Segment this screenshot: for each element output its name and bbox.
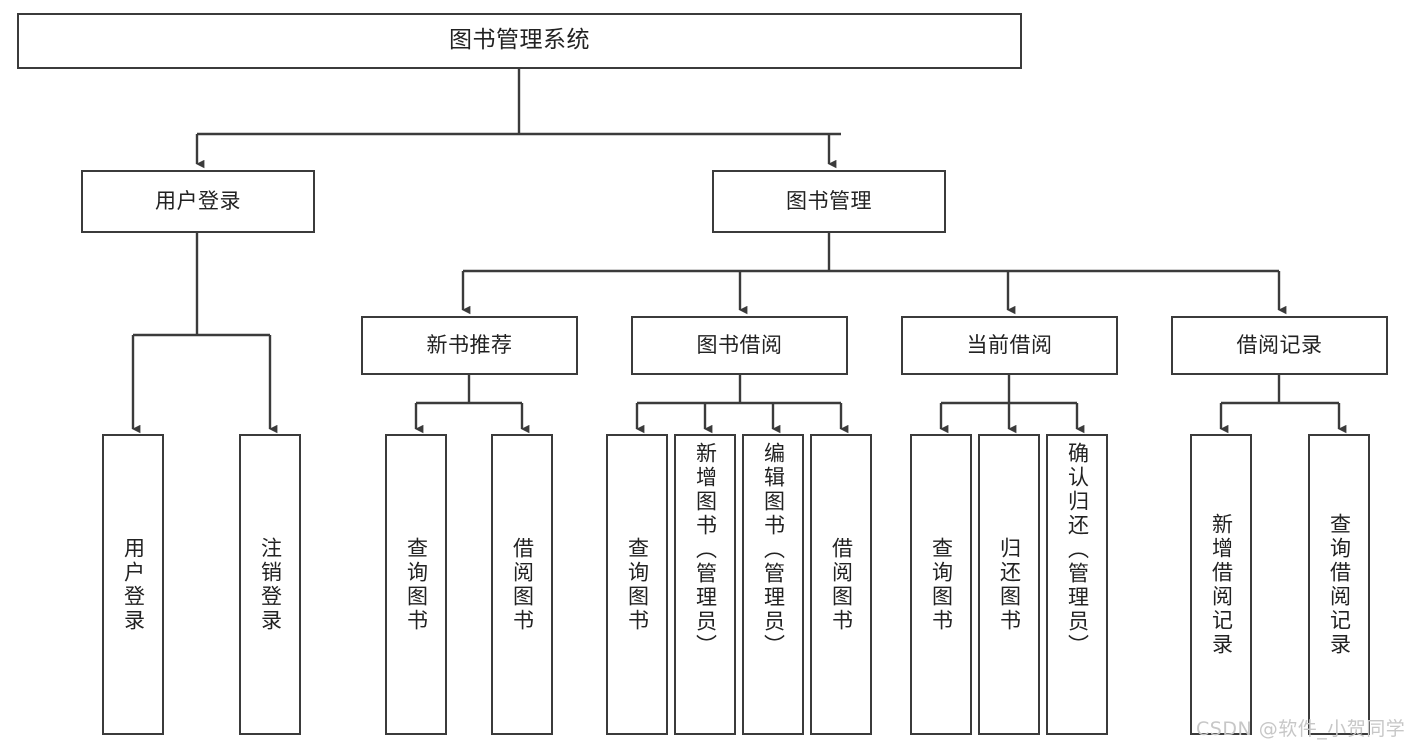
csdn-watermark: CSDN @软件_小贺同学 [1196, 718, 1405, 740]
node-user-login-label: 用户登录 [155, 189, 241, 214]
node-current-borrowing-label: 当前借阅 [966, 333, 1053, 358]
leaf-current-borrow-0-label: 查询图书 [929, 536, 954, 633]
leaf-book-borrow-0[interactable]: 查询图书 [606, 434, 668, 735]
node-current-borrowing[interactable]: 当前借阅 [901, 316, 1118, 375]
leaf-current-borrow-0[interactable]: 查询图书 [910, 434, 972, 735]
node-new-book-recommendation-label: 新书推荐 [426, 333, 513, 358]
leaf-borrow-record-1-label: 查询借阅记录 [1327, 512, 1352, 657]
leaf-book-borrow-3-label: 借阅图书 [829, 536, 854, 633]
leaf-book-borrow-0-label: 查询图书 [625, 536, 650, 633]
leaf-user-login-0-label: 用户登录 [121, 536, 146, 633]
leaf-user-login-0[interactable]: 用户登录 [102, 434, 164, 735]
leaf-book-borrow-1-label: 新增图书（管理员） [693, 442, 718, 658]
leaf-borrow-record-0[interactable]: 新增借阅记录 [1190, 434, 1252, 735]
leaf-book-borrow-2-label: 编辑图书（管理员） [761, 442, 786, 658]
node-book-borrowing[interactable]: 图书借阅 [631, 316, 848, 375]
node-new-book-recommendation[interactable]: 新书推荐 [361, 316, 578, 375]
leaf-new-book-rec-0-label: 查询图书 [404, 536, 429, 633]
leaf-new-book-rec-1[interactable]: 借阅图书 [491, 434, 553, 735]
node-borrowing-record-label: 借阅记录 [1236, 333, 1323, 358]
node-root-book-management-system[interactable]: 图书管理系统 [17, 13, 1022, 69]
leaf-new-book-rec-0[interactable]: 查询图书 [385, 434, 447, 735]
leaf-book-borrow-3[interactable]: 借阅图书 [810, 434, 872, 735]
node-book-borrowing-label: 图书借阅 [696, 333, 783, 358]
leaf-current-borrow-2-label: 确认归还（管理员） [1065, 442, 1090, 658]
leaf-current-borrow-1[interactable]: 归还图书 [978, 434, 1040, 735]
leaf-borrow-record-0-label: 新增借阅记录 [1209, 512, 1234, 657]
leaf-book-borrow-2[interactable]: 编辑图书（管理员） [742, 434, 804, 735]
leaf-borrow-record-1[interactable]: 查询借阅记录 [1308, 434, 1370, 735]
node-book-management-label: 图书管理 [786, 189, 872, 214]
leaf-new-book-rec-1-label: 借阅图书 [510, 536, 535, 633]
leaf-current-borrow-1-label: 归还图书 [997, 536, 1022, 633]
leaf-current-borrow-2[interactable]: 确认归还（管理员） [1046, 434, 1108, 735]
leaf-book-borrow-1[interactable]: 新增图书（管理员） [674, 434, 736, 735]
leaf-user-login-1[interactable]: 注销登录 [239, 434, 301, 735]
node-root-label: 图书管理系统 [449, 27, 590, 54]
leaf-user-login-1-label: 注销登录 [258, 536, 283, 633]
node-book-management[interactable]: 图书管理 [712, 170, 946, 233]
node-user-login[interactable]: 用户登录 [81, 170, 315, 233]
node-borrowing-record[interactable]: 借阅记录 [1171, 316, 1388, 375]
